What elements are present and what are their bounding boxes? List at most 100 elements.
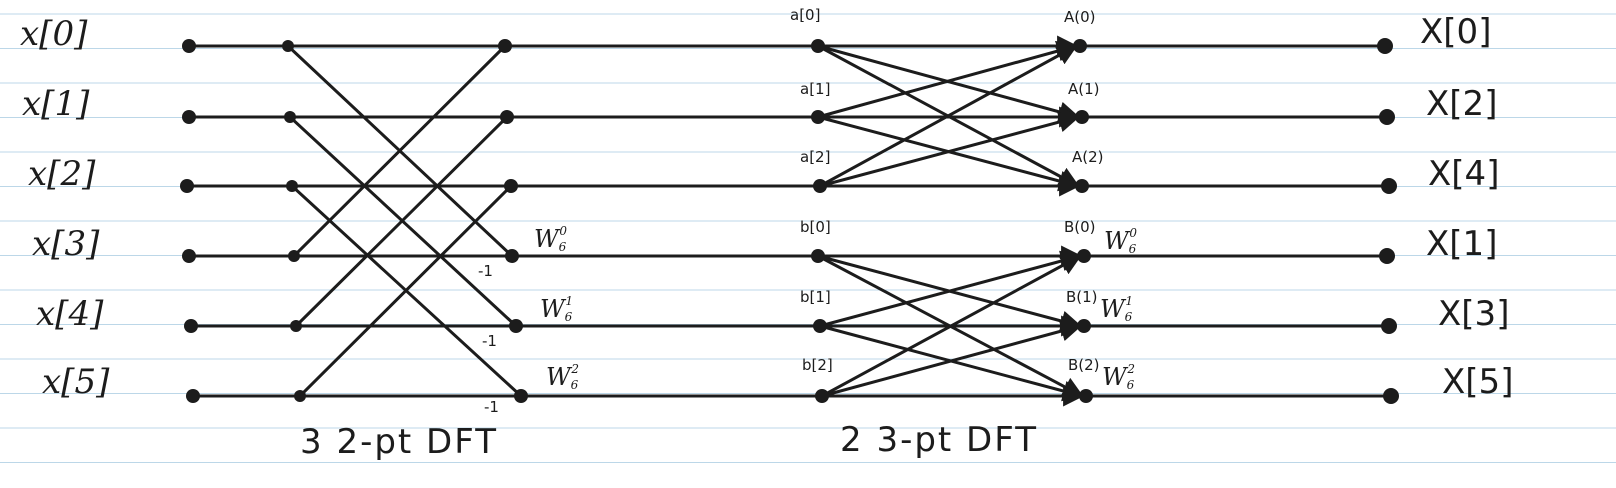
stage1-input-node [286, 180, 298, 192]
input-label-x4: x[4] [36, 294, 104, 334]
stage1-output-node [500, 110, 514, 124]
stage2-edge [816, 40, 1079, 119]
input-node [182, 110, 196, 124]
stage1-input-node [294, 390, 306, 402]
stage1-input-node [290, 320, 302, 332]
twiddle-sup: 0 [559, 224, 567, 238]
input-node [180, 179, 194, 193]
stage1-twiddle-2: W6 2 [546, 362, 579, 392]
output-label-X3: X[3] [1438, 294, 1510, 334]
graph-edges [185, 35, 1393, 407]
twiddle-base: W [546, 363, 571, 391]
stage1-caption: 3 2-pt DFT [300, 422, 498, 462]
graph-nodes [180, 38, 1399, 404]
b-input-label-0: b[0] [800, 218, 831, 236]
stage2-output-node [1079, 389, 1093, 403]
stage2-input-node [811, 39, 825, 53]
b-input-label-1: b[1] [800, 288, 831, 306]
output-label-X4: X[4] [1428, 154, 1500, 194]
twiddle-sub: 6 [564, 310, 573, 324]
minus-one-label-2: -1 [484, 398, 499, 416]
stage2-input-node [811, 249, 825, 263]
stage2-input-node [815, 389, 829, 403]
stage1-cross-edge [294, 115, 509, 328]
stage1-cross-edge [298, 184, 513, 398]
twiddle-base: W [1102, 363, 1127, 391]
stage2-input-node [813, 179, 827, 193]
output-label-X2: X[2] [1426, 84, 1498, 124]
input-node [186, 389, 200, 403]
stage2-edge [818, 44, 1078, 188]
a-input-label-0: a[0] [790, 6, 821, 24]
twiddle-base: W [540, 295, 565, 323]
B-output-label-2: B(2) [1068, 356, 1100, 374]
stage1-twiddle-0: W6 0 [534, 224, 567, 254]
twiddle-base: W [534, 225, 559, 253]
twiddle-base: W [1100, 295, 1125, 323]
stage1-input-node [282, 40, 294, 52]
stage2-input-node [811, 110, 825, 124]
twiddle-sub: 6 [1128, 242, 1137, 256]
stage1-output-node [504, 179, 518, 193]
stage2-twiddle-0: W6 0 [1104, 226, 1137, 256]
output-node [1379, 248, 1395, 264]
stage2-edge [820, 320, 1083, 398]
twiddle-base: W [1104, 227, 1129, 255]
stage2-output-node [1075, 179, 1089, 193]
a-input-label-2: a[2] [800, 148, 831, 166]
stage2-output-node [1077, 249, 1091, 263]
stage2-input-node [813, 319, 827, 333]
input-label-x0: x[0] [20, 14, 88, 54]
twiddle-sub: 6 [1124, 310, 1133, 324]
twiddle-sup: 2 [571, 362, 579, 376]
stage2-edge [818, 250, 1083, 328]
output-label-X5: X[5] [1442, 362, 1514, 402]
input-label-x3: x[3] [32, 224, 100, 264]
twiddle-sup: 0 [1129, 226, 1137, 240]
B-output-label-0: B(0) [1064, 218, 1096, 236]
input-label-x5: x[5] [42, 362, 110, 402]
input-label-x1: x[1] [22, 84, 90, 124]
A-output-label-1: A(1) [1068, 80, 1100, 98]
twiddle-sub: 6 [570, 378, 579, 392]
stage2-output-node [1077, 319, 1091, 333]
stage1-input-node [284, 111, 296, 123]
twiddle-sup: 1 [1125, 294, 1133, 308]
B-output-label-1: B(1) [1066, 288, 1098, 306]
stage1-input-node [288, 250, 300, 262]
stage2-output-node [1073, 39, 1087, 53]
output-node [1381, 178, 1397, 194]
stage2-twiddle-2: W6 2 [1102, 362, 1135, 392]
stage1-twiddle-1: W6 1 [540, 294, 573, 324]
A-output-label-2: A(2) [1072, 148, 1104, 166]
input-node [182, 39, 196, 53]
twiddle-sub: 6 [558, 240, 567, 254]
output-node [1381, 318, 1397, 334]
input-node [184, 319, 198, 333]
minus-one-label-0: -1 [478, 262, 493, 280]
stage1-output-node [498, 39, 512, 53]
twiddle-sup: 2 [1127, 362, 1135, 376]
a-input-label-1: a[1] [800, 80, 831, 98]
output-node [1379, 109, 1395, 125]
output-node [1383, 388, 1399, 404]
stage2-caption: 2 3-pt DFT [840, 420, 1038, 460]
stage1-output-node [509, 319, 523, 333]
A-output-label-0: A(0) [1064, 8, 1096, 26]
twiddle-sub: 6 [1126, 378, 1135, 392]
output-label-X0: X[0] [1420, 12, 1492, 52]
stage1-output-node [505, 249, 519, 263]
input-node [182, 249, 196, 263]
stage2-twiddle-1: W6 1 [1100, 294, 1133, 324]
output-node [1377, 38, 1393, 54]
stage1-output-node [514, 389, 528, 403]
b-input-label-2: b[2] [802, 356, 833, 374]
minus-one-label-1: -1 [482, 332, 497, 350]
input-label-x2: x[2] [28, 154, 96, 194]
output-label-X1: X[1] [1426, 224, 1498, 264]
stage2-output-node [1075, 110, 1089, 124]
stage2-edge [820, 254, 1082, 398]
twiddle-sup: 1 [565, 294, 573, 308]
